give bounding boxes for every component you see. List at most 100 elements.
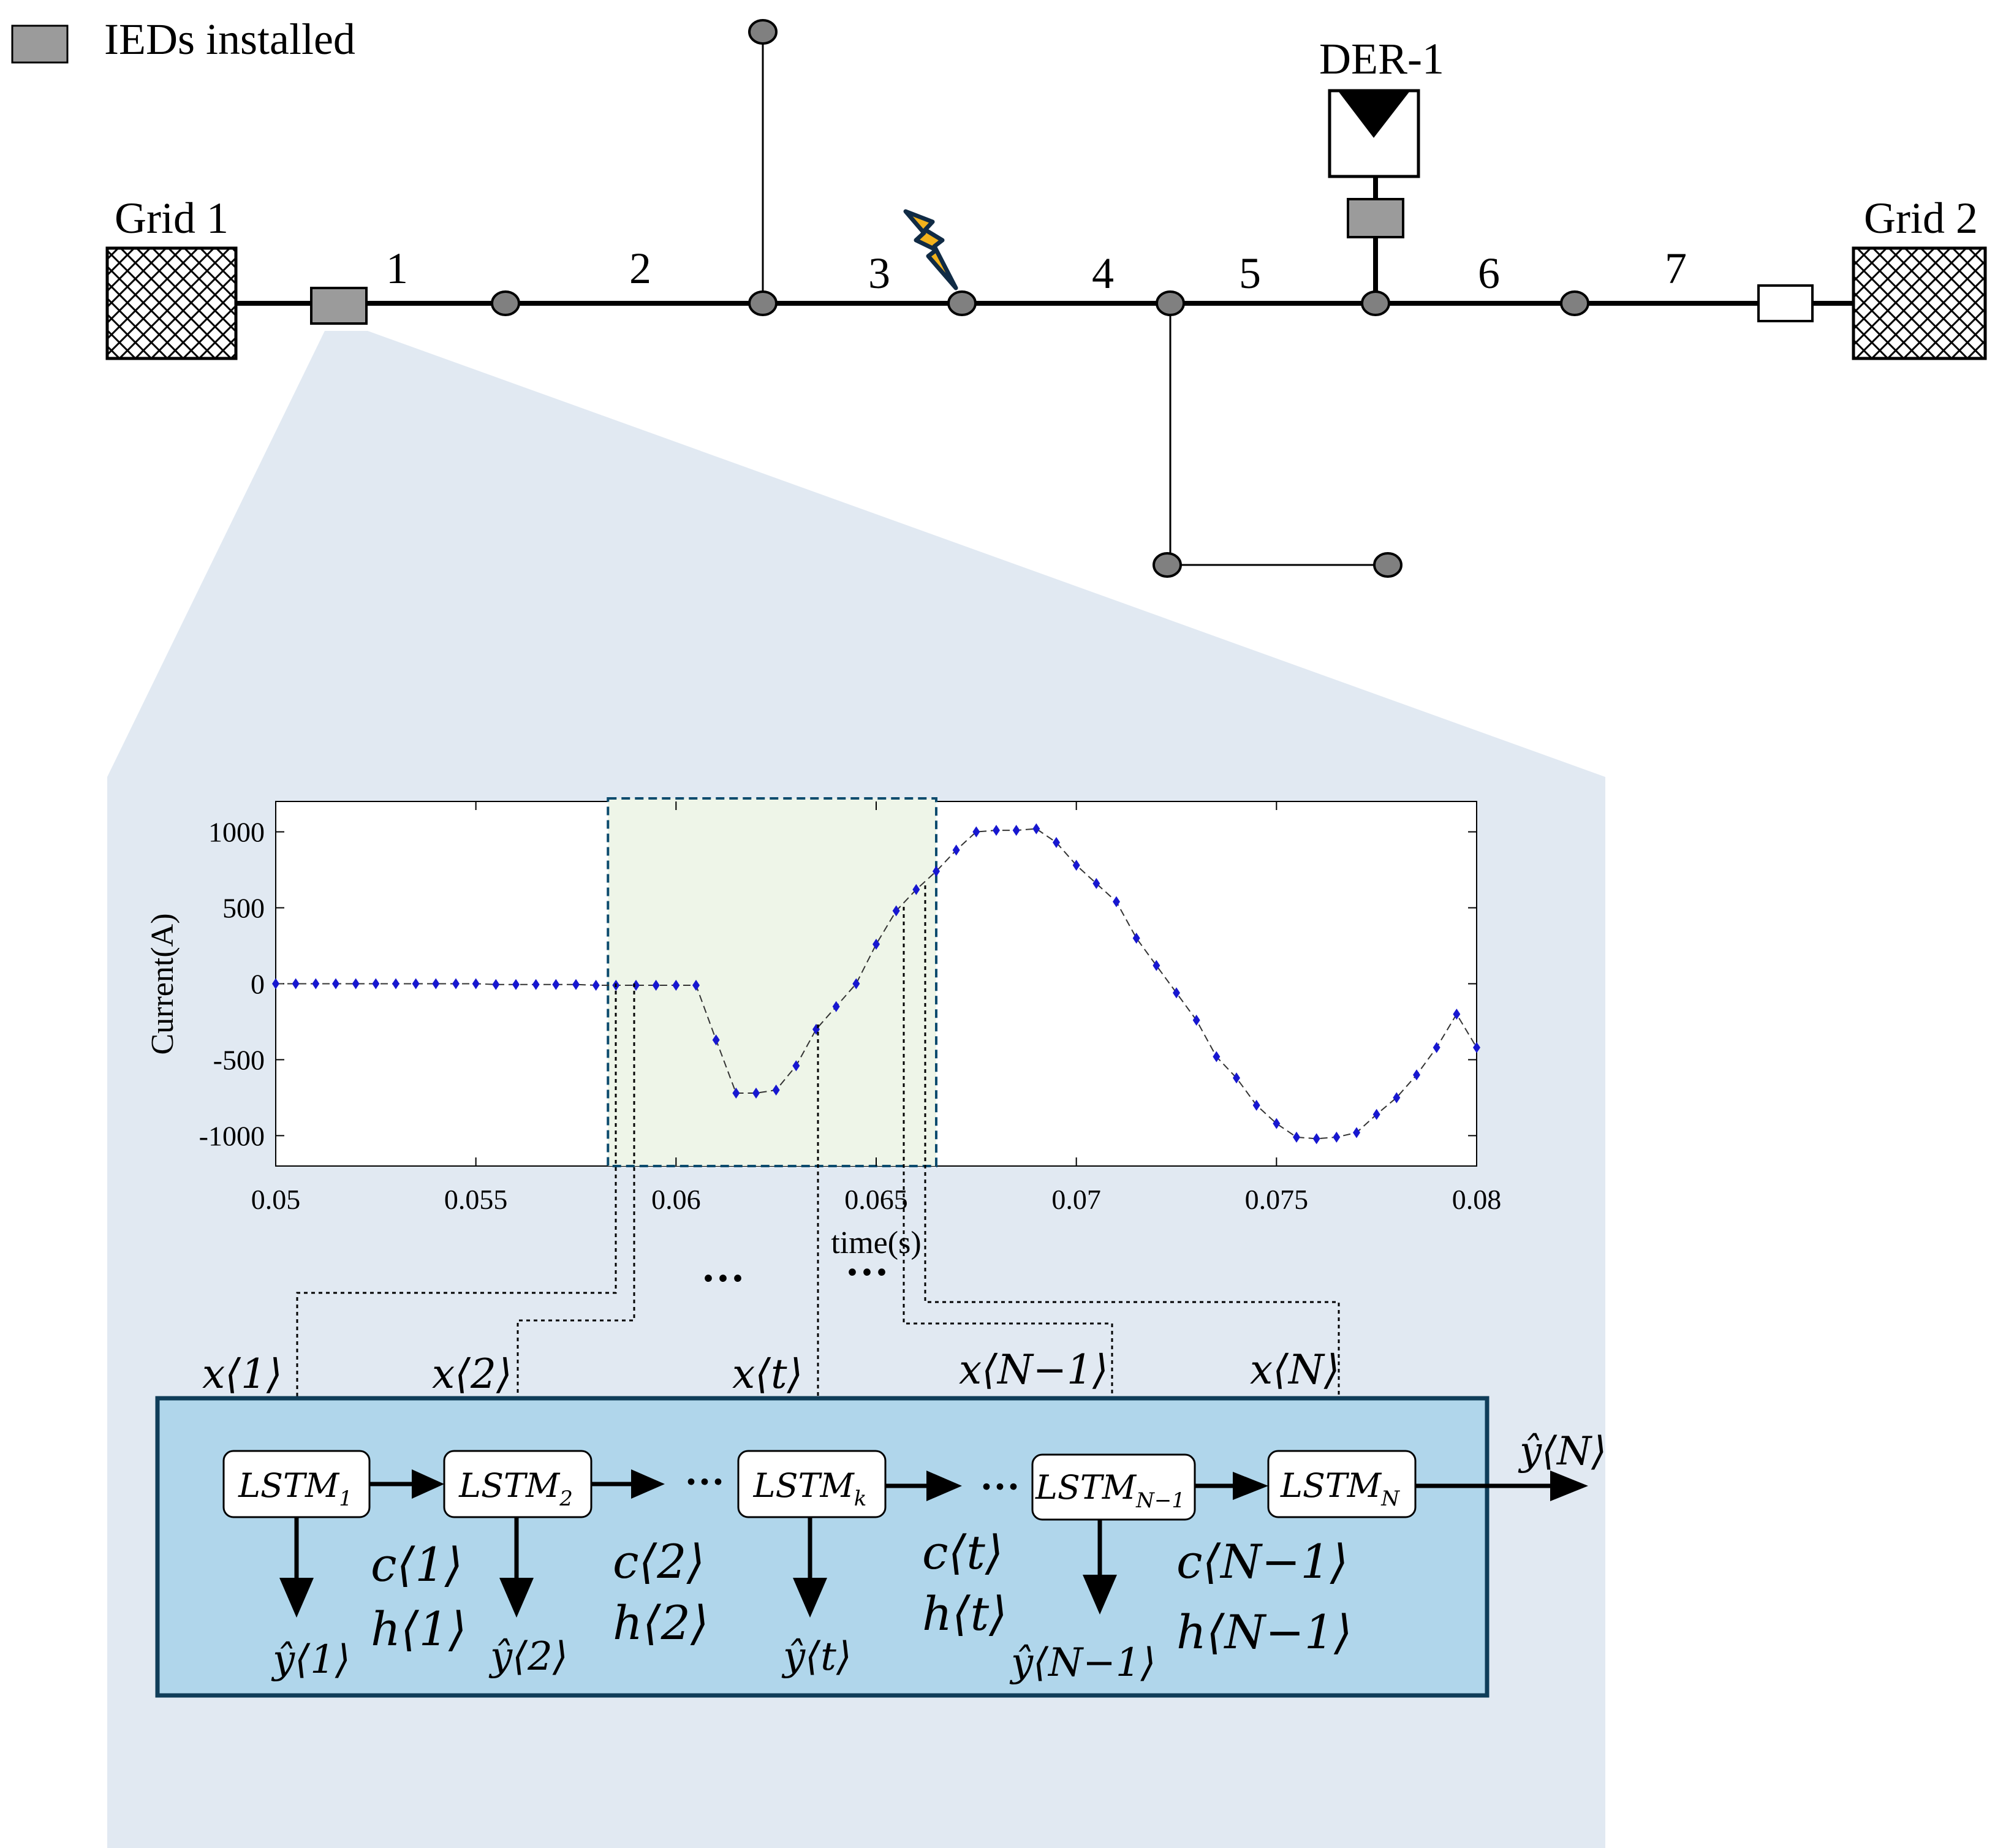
data-point xyxy=(512,979,520,990)
final-output-label: ŷ⟨N⟩ xyxy=(1518,1429,1607,1474)
y-tick-label: 1000 xyxy=(208,817,265,848)
section-label: 7 xyxy=(1665,244,1687,293)
input-label: x⟨N−1⟩ xyxy=(959,1346,1108,1393)
x-tick-label: 0.05 xyxy=(251,1184,301,1215)
data-point xyxy=(1213,1051,1221,1062)
zoom-projection xyxy=(107,331,1605,777)
y-tick-label: -1000 xyxy=(199,1120,265,1151)
data-point xyxy=(1453,1009,1461,1020)
hidden-state-label: h⟨2⟩ xyxy=(613,1596,709,1650)
ellipsis: ··· xyxy=(845,1248,889,1297)
output-label: ŷ⟨1⟩ xyxy=(271,1637,350,1683)
output-label: ŷ⟨2⟩ xyxy=(488,1634,568,1679)
data-point xyxy=(912,884,920,895)
ied-grid1 xyxy=(310,287,368,325)
data-point xyxy=(1012,825,1020,836)
sample-connector xyxy=(903,907,1113,1418)
svg-text:LSTMN: LSTMN xyxy=(1280,1466,1400,1511)
lstm-base: LSTM xyxy=(1280,1466,1382,1505)
data-point xyxy=(792,1060,800,1072)
bus-node xyxy=(1156,290,1185,316)
arrow-right-icon xyxy=(1550,1471,1588,1501)
x-tick-label: 0.055 xyxy=(444,1184,508,1215)
data-point xyxy=(772,1085,780,1096)
data-point xyxy=(1293,1131,1300,1143)
ellipsis: ··· xyxy=(980,1464,1020,1509)
bus-node xyxy=(748,290,778,316)
sample-connector xyxy=(517,983,635,1418)
y-axis-label: Current(A) xyxy=(145,913,180,1055)
output-label: ŷ⟨N−1⟩ xyxy=(1009,1640,1156,1686)
lstm-block: LSTMN−1 xyxy=(1031,1453,1196,1521)
data-point xyxy=(492,979,500,990)
y-tick-label: 0 xyxy=(251,969,265,1000)
arrow-right-icon xyxy=(412,1469,444,1499)
hidden-state-label: h⟨1⟩ xyxy=(371,1602,467,1656)
der-1-source xyxy=(1328,89,1420,178)
cell-state-label: c⟨1⟩ xyxy=(371,1537,463,1592)
data-point xyxy=(412,978,420,990)
lstm-block: LSTM1 xyxy=(222,1450,371,1518)
data-point xyxy=(312,978,320,990)
data-point xyxy=(1173,987,1180,999)
data-point xyxy=(1072,860,1080,871)
cell-state-label: c⟨t⟩ xyxy=(922,1525,1003,1580)
data-point xyxy=(873,939,880,950)
x-axis-label: time(s) xyxy=(831,1225,921,1260)
der-label: DER-1 xyxy=(1319,34,1444,83)
data-point xyxy=(732,1088,740,1099)
bus-node xyxy=(1560,290,1589,316)
x-tick-label: 0.075 xyxy=(1245,1184,1309,1215)
data-point xyxy=(1153,960,1160,971)
x-tick-label: 0.07 xyxy=(1051,1184,1101,1215)
lstm-network-box xyxy=(155,1396,1490,1698)
sampling-window xyxy=(607,797,937,1167)
section-label: 1 xyxy=(386,244,408,293)
data-point xyxy=(1192,1015,1200,1026)
section-label: 5 xyxy=(1239,249,1261,298)
data-point xyxy=(532,979,540,990)
grid-1-source xyxy=(105,246,238,360)
data-point xyxy=(993,825,1000,836)
grid-1-label: Grid 1 xyxy=(115,194,229,243)
arrow-right-icon xyxy=(1233,1472,1268,1500)
svg-text:LSTM1: LSTM1 xyxy=(238,1466,352,1511)
data-point xyxy=(1132,933,1140,944)
ied-legend-swatch xyxy=(11,25,69,64)
data-point xyxy=(892,905,900,917)
data-point xyxy=(712,1034,720,1046)
data-point xyxy=(672,979,680,991)
ellipsis: ··· xyxy=(684,1460,725,1504)
data-point xyxy=(1473,1042,1480,1053)
bus-node xyxy=(947,290,977,316)
lstm-block: LSTM2 xyxy=(443,1450,592,1518)
cell-state-label: c⟨N−1⟩ xyxy=(1176,1534,1348,1589)
data-point xyxy=(472,978,480,990)
lstm-sub: N−1 xyxy=(1135,1488,1185,1513)
lstm-base: LSTM xyxy=(238,1466,340,1505)
lstm-sub: 2 xyxy=(559,1486,573,1511)
data-point xyxy=(1092,877,1100,889)
section-label: 4 xyxy=(1092,249,1114,298)
section-label: 3 xyxy=(868,249,890,298)
breaker-grid2 xyxy=(1757,284,1814,322)
lstm-sub: 1 xyxy=(339,1486,352,1511)
grid-2-source xyxy=(1852,246,1987,360)
data-point xyxy=(632,979,640,991)
data-point xyxy=(452,978,460,990)
grid-2-label: Grid 2 xyxy=(1864,194,1978,243)
data-point xyxy=(933,866,940,877)
legend-label: IEDs installed xyxy=(104,15,355,64)
lstm-sub: k xyxy=(854,1486,867,1511)
data-point xyxy=(1273,1118,1281,1129)
input-label: x⟨t⟩ xyxy=(732,1350,803,1398)
arrow-right-icon xyxy=(926,1471,962,1501)
lstm-block: LSTMN xyxy=(1267,1450,1417,1518)
lstm-base: LSTM xyxy=(753,1466,855,1505)
der-triangle-icon xyxy=(1339,92,1409,138)
output-label: ŷ⟨t⟩ xyxy=(781,1634,852,1679)
bus-node xyxy=(1153,552,1182,578)
svg-text:LSTMk: LSTMk xyxy=(753,1466,867,1511)
data-point xyxy=(692,979,700,991)
